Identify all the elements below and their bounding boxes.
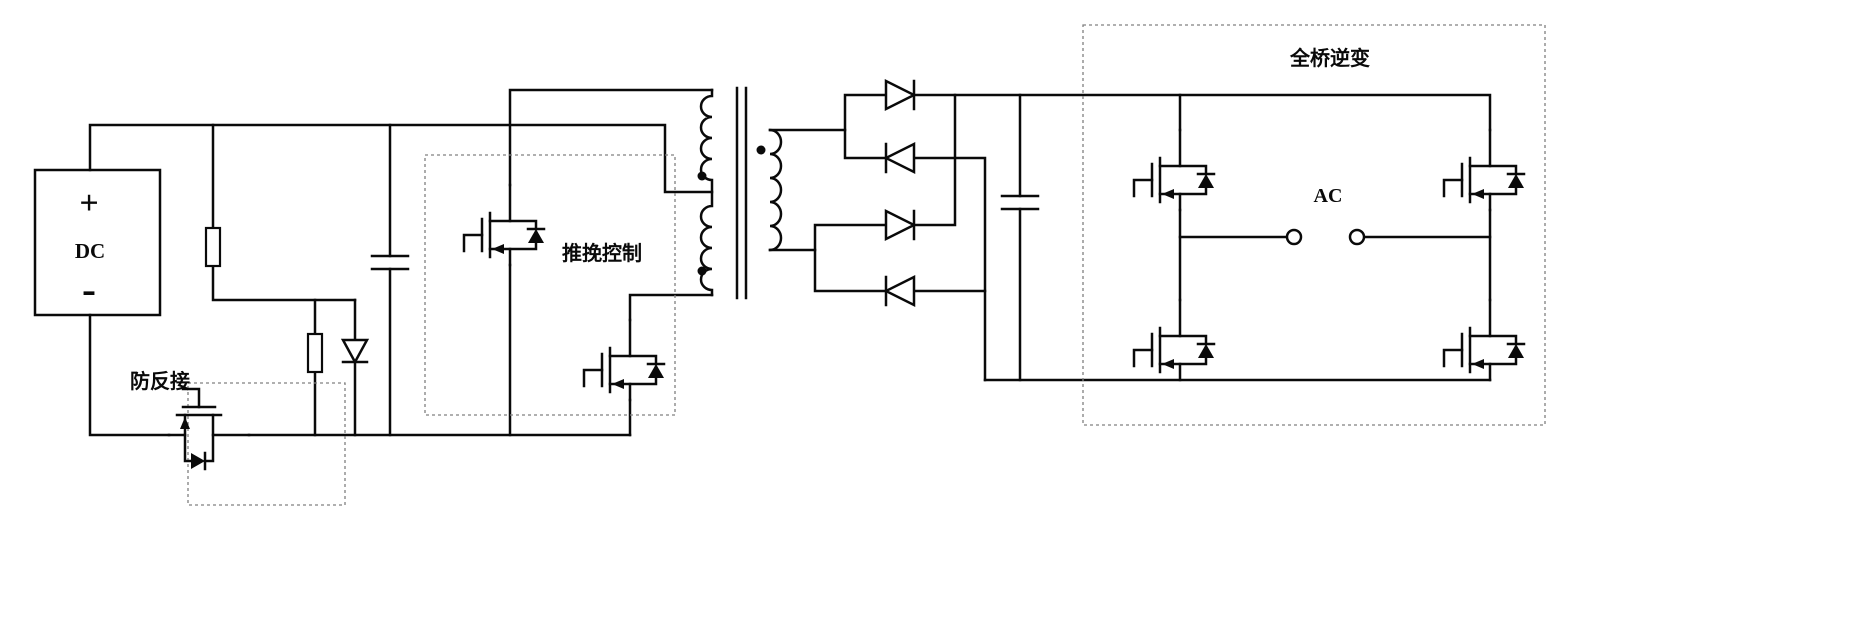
dc-label: DC: [75, 239, 105, 263]
rectifier-positive-bus: [912, 93, 957, 227]
ac-label: AC: [1314, 185, 1343, 207]
rectifier-diode-2: [883, 141, 916, 175]
rectifier-negative-bus: [912, 156, 987, 293]
wiring: [88, 88, 847, 437]
negative-rail-left: [88, 313, 171, 437]
push-pull-mosfet-lower-icon: [582, 318, 666, 402]
push-pull-block: 推挽控制: [424, 154, 676, 416]
dc-link: [953, 93, 1492, 382]
primary-winding: [699, 88, 714, 297]
input-capacitor: [370, 254, 410, 271]
rectifier-diode-3: [884, 208, 917, 242]
ac-terminal-right: [1348, 228, 1366, 246]
full-bridge-label: 全桥逆变: [1289, 46, 1370, 70]
rectifier-diode-4: [883, 274, 916, 308]
inverter-mosfet-q2-icon: [1442, 128, 1526, 212]
dc-source: + DC -: [33, 168, 162, 317]
push-pull-dashed-box: [424, 154, 676, 416]
transformer: [697, 86, 783, 300]
inverter-mosfet-q3-icon: [1132, 298, 1216, 382]
anti-reverse-dashed-box: [187, 382, 346, 506]
dc-plus-label: +: [79, 185, 98, 222]
secondary-winding: [768, 128, 783, 252]
primary-top-lead: [508, 88, 714, 187]
series-resistor: [204, 226, 222, 268]
diode-triangle: [883, 274, 916, 308]
full-bridge-inverter-block: 全桥逆变 AC: [1082, 24, 1546, 426]
diode-triangle: [883, 141, 916, 175]
rectifier-diode-1: [884, 78, 917, 112]
polarity-dot: [697, 171, 707, 181]
inverter-mosfet-q4-icon: [1442, 298, 1526, 382]
dc-source-box: [33, 168, 162, 317]
ac-terminal-left: [1285, 228, 1303, 246]
inverter-positive-rail: [953, 93, 1492, 132]
rectifier-left-bus-top: [843, 93, 888, 160]
diode-triangle: [340, 338, 370, 365]
anti-reverse-mosfet-icon: [167, 387, 251, 471]
anti-reverse-label: 防反接: [130, 369, 190, 393]
rectifier: [813, 78, 987, 382]
dc-minus-label: -: [82, 267, 96, 313]
primary-bottom-lead: [628, 293, 714, 322]
push-pull-label: 推挽控制: [562, 241, 642, 265]
push-pull-mosfet-upper-icon: [462, 183, 546, 267]
diode-triangle: [884, 208, 917, 242]
resistor-body: [306, 332, 324, 374]
inverter-dashed-box: [1082, 24, 1546, 426]
polarity-dot: [697, 266, 707, 276]
sense-branch: [211, 123, 357, 302]
anti-reverse-block: 防反接: [130, 369, 346, 506]
diode-triangle: [884, 78, 917, 112]
clamp-diode: [340, 338, 370, 365]
polarity-dot: [756, 145, 766, 155]
inverter-mosfet-q1-icon: [1132, 128, 1216, 212]
resistor-body: [204, 226, 222, 268]
positive-rail: [88, 123, 714, 194]
bleeder-resistor: [306, 332, 324, 374]
rectifier-left-bus-bottom: [813, 223, 888, 293]
